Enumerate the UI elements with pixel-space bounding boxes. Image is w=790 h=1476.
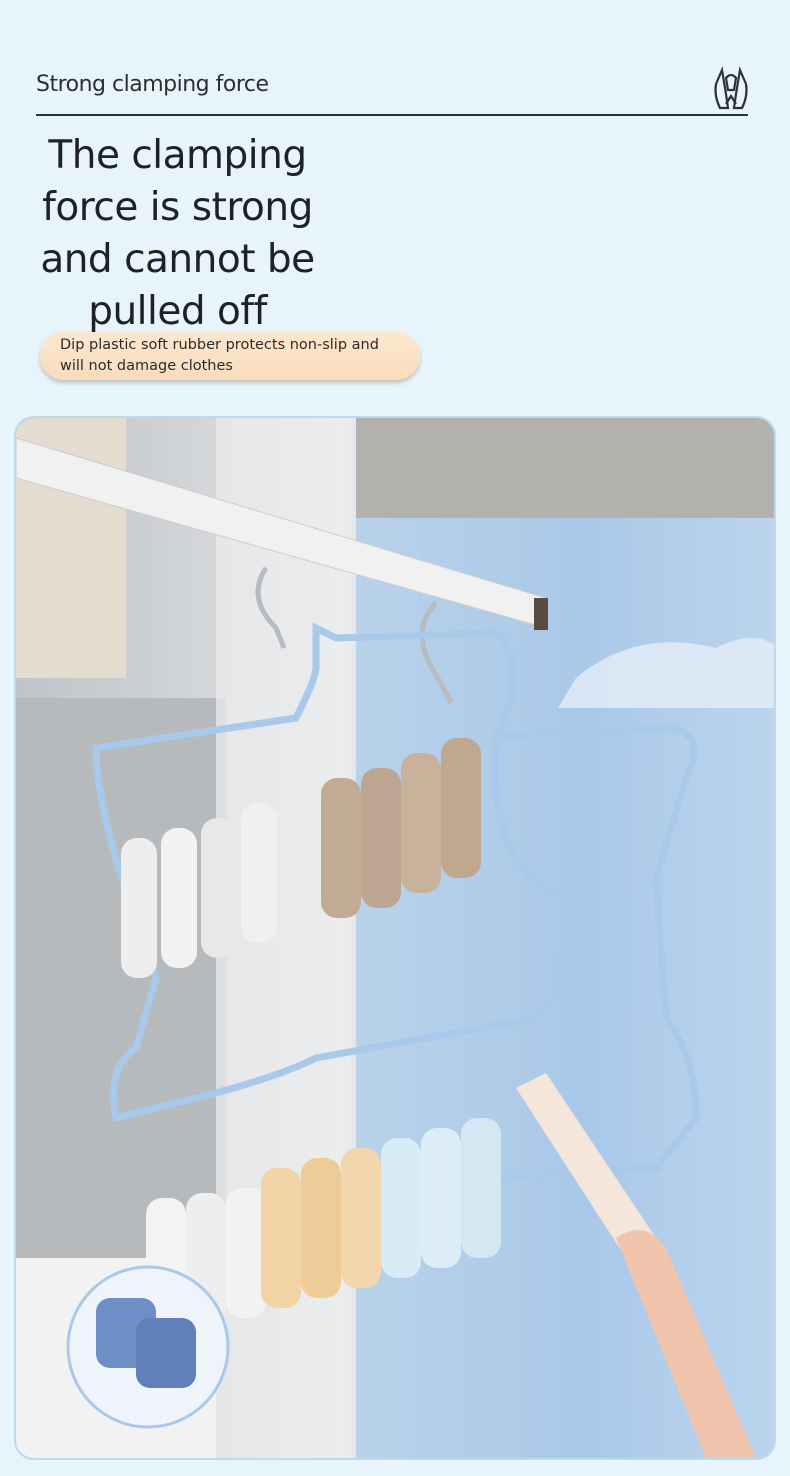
hanger-frame bbox=[92, 622, 570, 1123]
hanger-frame bbox=[435, 724, 700, 1192]
hook bbox=[419, 601, 454, 705]
product-photo bbox=[14, 416, 776, 1460]
headline: The clamping force is strong and cannot … bbox=[30, 130, 325, 338]
ceiling bbox=[356, 418, 774, 518]
pill-line: will not damage clothes bbox=[60, 358, 233, 374]
hand bbox=[616, 1230, 756, 1458]
rail-end bbox=[534, 598, 548, 630]
socks-row-top bbox=[121, 738, 481, 978]
section-title: Strong clamping force bbox=[36, 72, 269, 97]
clip-closeup bbox=[136, 1318, 196, 1388]
headline-line: The clamping bbox=[48, 133, 307, 178]
feature-pill: Dip plastic soft rubber protects non-sli… bbox=[40, 332, 420, 380]
pill-line: Dip plastic soft rubber protects non-sli… bbox=[60, 337, 379, 353]
headline-line: and cannot be bbox=[40, 237, 315, 282]
divider bbox=[36, 114, 748, 116]
headline-line: force is strong bbox=[42, 185, 313, 230]
cloud bbox=[558, 638, 774, 708]
wall-tile bbox=[16, 698, 226, 1258]
headline-line: pulled off bbox=[88, 289, 267, 334]
hanger-illustration bbox=[16, 418, 774, 1458]
hook bbox=[255, 566, 287, 649]
socks-row-bottom bbox=[146, 1073, 656, 1328]
clip-logo-icon bbox=[714, 66, 748, 110]
